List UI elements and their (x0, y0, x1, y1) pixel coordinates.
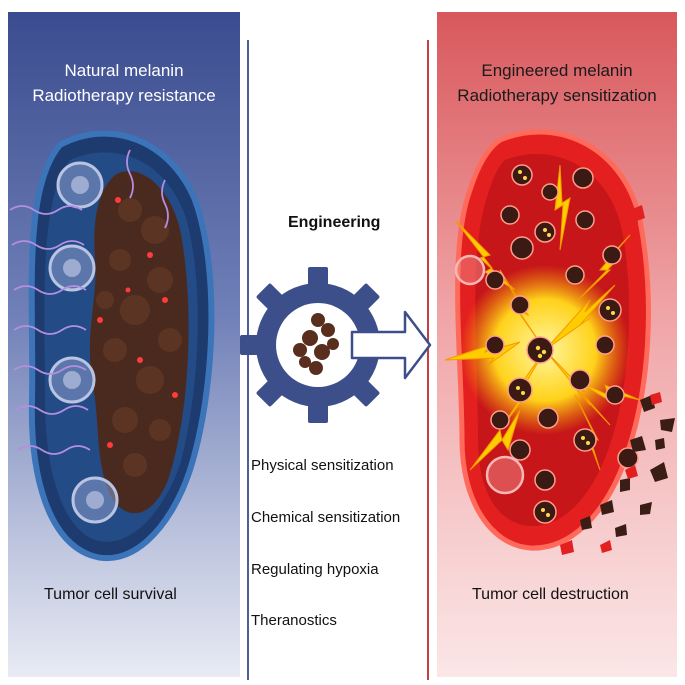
right-caption-tumor-destruction: Tumor cell destruction (472, 586, 629, 603)
right-title-line2: Radiotherapy sensitization (457, 86, 657, 105)
right-panel-title: Engineered melanin Radiotherapy sensitiz… (437, 58, 677, 108)
mechanism-physical-sensitization: Physical sensitization (251, 457, 394, 474)
mechanism-theranostics: Theranostics (251, 612, 337, 629)
left-title-line2: Radiotherapy resistance (32, 86, 216, 105)
left-caption-tumor-survival: Tumor cell survival (44, 586, 177, 603)
engineering-label: Engineering (288, 214, 381, 231)
left-panel-title: Natural melanin Radiotherapy resistance (8, 58, 240, 108)
natural-tumor-illustration (9, 130, 215, 562)
engineered-melanin-nanoparticles (485, 164, 639, 524)
nucleus-cells-right (454, 254, 525, 495)
left-divider-line (247, 40, 249, 680)
arrow-right-icon (350, 310, 432, 380)
right-divider-line (427, 40, 429, 680)
engineered-tumor-illustration (444, 129, 675, 555)
wavy-radiation-lines (9, 149, 169, 455)
melanin-particles-icon (293, 313, 339, 375)
right-title-line1: Engineered melanin (481, 61, 633, 80)
mechanism-chemical-sensitization: Chemical sensitization (251, 509, 401, 526)
tumor-fragments (580, 395, 675, 537)
mechanism-regulating-hypoxia: Regulating hypoxia (251, 561, 379, 578)
engineering-gear (240, 267, 396, 423)
left-title-line1: Natural melanin (64, 61, 184, 80)
melanin-granules (96, 198, 182, 477)
red-dots (97, 197, 178, 448)
